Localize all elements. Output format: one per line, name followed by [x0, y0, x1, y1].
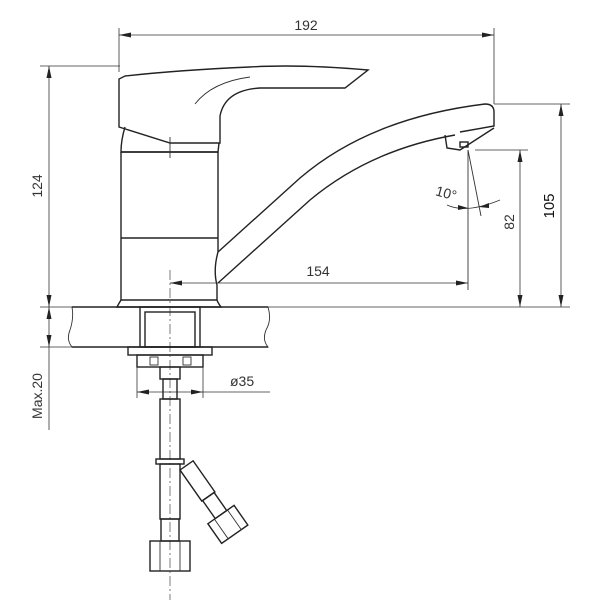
faucet-body	[115, 65, 495, 308]
dimension-label-154: 154	[306, 263, 330, 279]
dimension-label-35: ø35	[230, 373, 254, 389]
mounting-assembly	[127, 306, 213, 380]
dimension-124: 124	[29, 65, 120, 307]
dimension-diameter-35: ø35	[136, 367, 270, 398]
dimension-105: 105	[494, 103, 570, 307]
dimension-label-192: 192	[294, 17, 318, 33]
dimension-angle-10: 10°	[434, 149, 501, 290]
supply-hoses	[149, 378, 249, 572]
dimension-label-10-degrees: 10°	[434, 183, 459, 204]
dimension-82: 82	[475, 149, 528, 307]
dimension-label-105: 105	[541, 193, 558, 218]
dimension-192: 192	[118, 17, 495, 104]
dimension-max-20: Max.20	[29, 307, 72, 430]
countertop-section	[40, 306, 570, 348]
dimension-label-124: 124	[29, 174, 45, 198]
dimension-label-max-20: Max.20	[29, 373, 45, 419]
dimension-label-82: 82	[501, 214, 517, 230]
dimension-154: 154	[169, 263, 468, 600]
